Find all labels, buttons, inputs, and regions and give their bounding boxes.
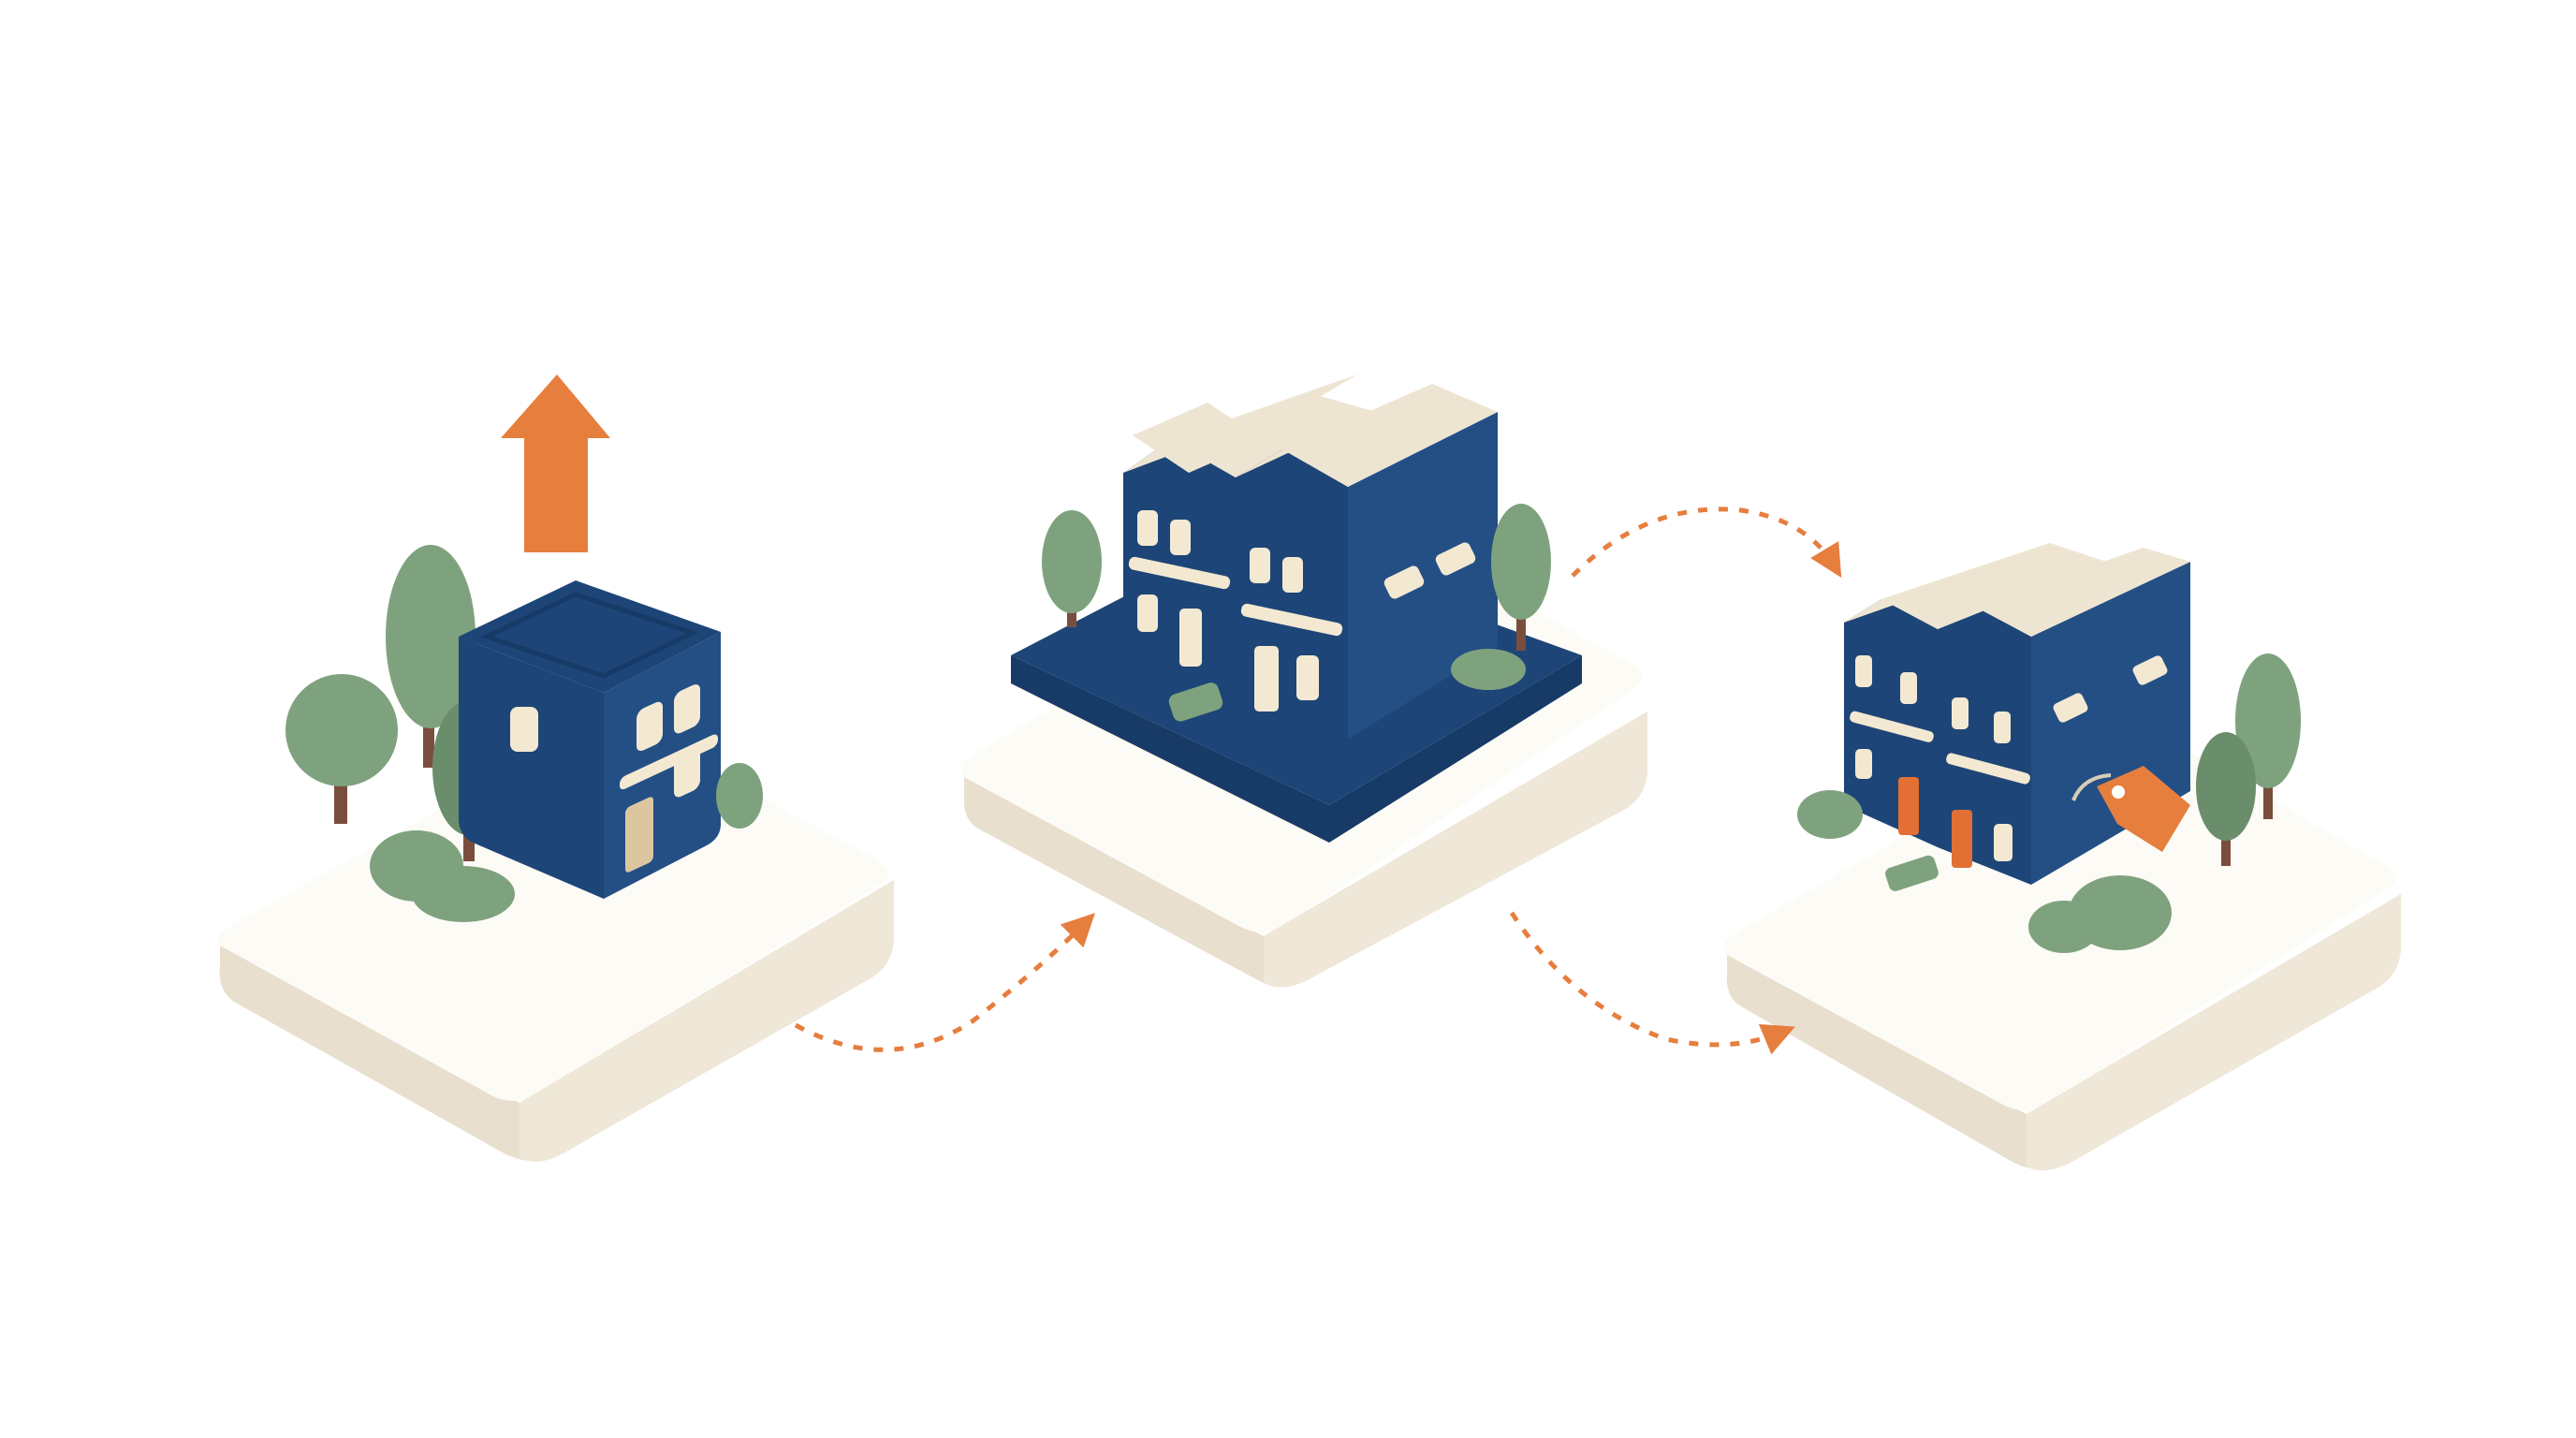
awning bbox=[1240, 603, 1343, 637]
window bbox=[1855, 749, 1872, 779]
step-2-group bbox=[960, 374, 1647, 988]
awning bbox=[620, 734, 718, 790]
awning bbox=[1946, 753, 2030, 785]
window bbox=[1137, 510, 1158, 546]
window bbox=[1994, 824, 2012, 861]
single-house bbox=[459, 580, 721, 899]
door bbox=[1179, 609, 1202, 667]
window bbox=[510, 707, 538, 752]
window bbox=[2132, 655, 2168, 685]
door bbox=[1898, 777, 1919, 835]
window bbox=[1952, 697, 1969, 729]
door bbox=[1952, 810, 1972, 868]
bench-icon bbox=[1168, 682, 1223, 722]
tree-icon bbox=[1042, 510, 1102, 627]
window bbox=[1435, 542, 1476, 576]
window bbox=[1296, 655, 1319, 700]
tree-icon bbox=[2196, 732, 2256, 866]
window bbox=[2053, 693, 2088, 723]
tree-icon bbox=[285, 674, 398, 824]
step-3-group bbox=[1723, 543, 2401, 1171]
window bbox=[1383, 565, 1425, 599]
bench-icon bbox=[1885, 855, 1939, 891]
window bbox=[1282, 557, 1303, 593]
connector-arrow bbox=[1571, 506, 1842, 579]
window bbox=[1250, 548, 1270, 583]
bush-icon bbox=[716, 763, 763, 829]
bush-icon bbox=[1451, 649, 1526, 690]
bush-icon bbox=[370, 830, 515, 922]
awning bbox=[1850, 711, 1934, 742]
window bbox=[1900, 672, 1917, 704]
window bbox=[1994, 712, 2011, 743]
connector-arrow bbox=[794, 913, 1095, 1052]
price-tag-icon bbox=[2071, 766, 2190, 852]
window bbox=[1137, 594, 1158, 632]
tree-icon bbox=[386, 545, 476, 768]
window bbox=[1855, 655, 1872, 687]
bush-icon bbox=[2028, 875, 2172, 953]
window bbox=[674, 684, 700, 734]
awning bbox=[1128, 556, 1231, 590]
connectors bbox=[794, 506, 1842, 1055]
door bbox=[1254, 646, 1279, 712]
up-arrow-icon bbox=[501, 374, 610, 552]
tree-icon bbox=[1491, 504, 1551, 651]
window bbox=[1170, 520, 1191, 555]
tree-icon bbox=[2235, 653, 2301, 819]
bush-icon bbox=[1797, 790, 1863, 839]
door bbox=[625, 797, 653, 873]
step-1-group bbox=[217, 374, 895, 1162]
window bbox=[637, 701, 663, 752]
